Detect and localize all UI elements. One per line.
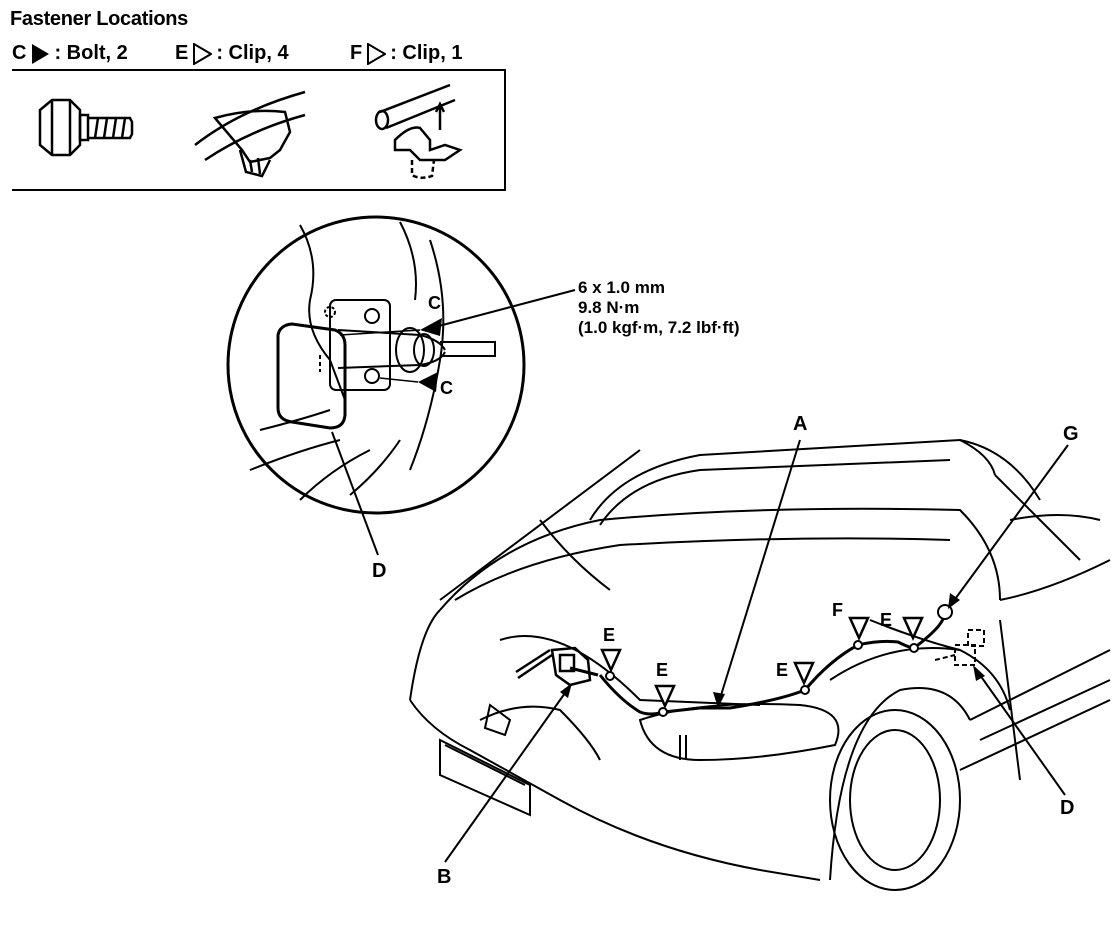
torque-alt: (1.0 kgf·m, 7.2 lbf·ft) bbox=[578, 318, 740, 337]
clip-points bbox=[605, 604, 953, 717]
open-triangle-icon bbox=[193, 42, 213, 65]
label-c-top: C bbox=[428, 293, 441, 313]
page-title: Fastener Locations bbox=[10, 8, 188, 30]
label-g: G bbox=[1063, 423, 1079, 445]
label-d-bottom: D bbox=[1060, 797, 1075, 819]
torque-spec: 6 x 1.0 mm 9.8 N·m (1.0 kgf·m, 7.2 lbf·f… bbox=[578, 278, 740, 338]
legend-letter: E bbox=[175, 42, 189, 64]
label-c-bottom: C bbox=[440, 378, 453, 398]
car-body bbox=[409, 438, 1111, 891]
filled-triangle-icon bbox=[32, 43, 50, 64]
legend-item-f: F : Clip, 1 bbox=[350, 42, 462, 65]
harness-wire bbox=[598, 604, 950, 716]
label-b: B bbox=[437, 866, 452, 888]
label-e-4: E bbox=[880, 610, 893, 630]
legend-item-c: C : Bolt, 2 bbox=[12, 42, 128, 65]
bolt-arrow-top bbox=[420, 318, 442, 336]
g-leader bbox=[949, 444, 1069, 607]
legend-desc: : Clip, 4 bbox=[216, 42, 289, 64]
connector-d bbox=[934, 629, 985, 666]
legend-box bbox=[12, 69, 506, 191]
label-a: A bbox=[793, 413, 808, 435]
label-f: F bbox=[832, 600, 843, 620]
legend-desc: : Clip, 1 bbox=[390, 42, 463, 64]
bolt-icon bbox=[38, 98, 134, 157]
d-leader-top bbox=[331, 431, 379, 556]
d-leader-bottom bbox=[974, 667, 1066, 796]
label-d-top: D bbox=[372, 560, 387, 582]
bolt-arrow-bottom bbox=[418, 372, 438, 392]
bolt-size: 6 x 1.0 mm bbox=[578, 278, 665, 297]
spec-leader bbox=[434, 289, 576, 328]
detail-circle bbox=[226, 215, 526, 515]
label-e-3: E bbox=[776, 660, 789, 680]
clip-e-icon bbox=[194, 90, 306, 178]
legend-letter: C bbox=[12, 42, 27, 64]
sensor-b bbox=[515, 646, 592, 687]
b-leader bbox=[444, 685, 571, 863]
open-triangle-icon bbox=[367, 42, 387, 65]
detail-contents bbox=[249, 221, 496, 501]
legend-item-e: E : Clip, 4 bbox=[175, 42, 289, 65]
torque-nm: 9.8 N·m bbox=[578, 298, 640, 317]
label-e-2: E bbox=[656, 660, 669, 680]
open-triangle-markers bbox=[600, 616, 924, 710]
clip-f-icon bbox=[374, 83, 463, 179]
label-e-1: E bbox=[603, 625, 616, 645]
a-leader bbox=[717, 439, 801, 706]
legend-letter: F bbox=[350, 42, 363, 64]
legend-desc: : Bolt, 2 bbox=[54, 42, 128, 64]
